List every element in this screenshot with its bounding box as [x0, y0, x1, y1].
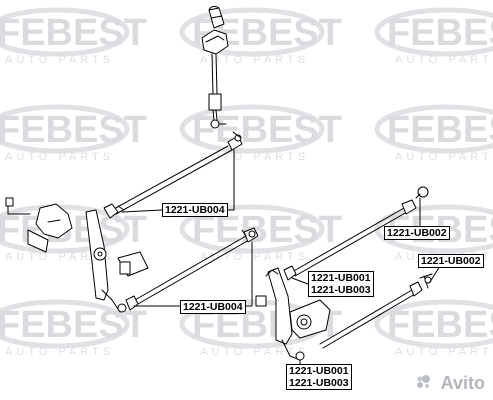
part-callout-bottom: 1221-UB001 1221-UB003	[286, 364, 352, 390]
lower-shift-rod	[125, 227, 259, 311]
part-number: 1221-UB002	[387, 227, 447, 239]
right-lower-rod	[319, 273, 433, 349]
part-number: 1221-UB002	[421, 255, 481, 267]
part-number: 1221-UB003	[311, 284, 371, 296]
part-number: 1221-UB004	[165, 204, 225, 216]
shift-lever-assembly	[201, 5, 229, 129]
part-callout-right-lower: 1221-UB002	[418, 254, 484, 268]
part-number: 1221-UB001	[289, 365, 349, 377]
right-upper-rod	[283, 186, 429, 281]
part-callout-upper-rod: 1221-UB004	[162, 203, 228, 217]
right-bracket-assembly	[255, 267, 331, 361]
part-number: 1221-UB001	[311, 272, 371, 284]
part-number: 1221-UB003	[289, 377, 349, 389]
part-callout-right-upper: 1221-UB002	[384, 226, 450, 240]
upper-shift-rod	[103, 131, 243, 219]
left-bracket-assembly	[5, 197, 149, 313]
part-callout-mid-right: 1221-UB001 1221-UB003	[308, 271, 374, 297]
avito-logo-text: Avito	[440, 373, 485, 393]
avito-logo-icon	[417, 375, 430, 388]
part-callout-lower-rod: 1221-UB004	[180, 300, 246, 314]
part-number: 1221-UB004	[183, 301, 243, 313]
